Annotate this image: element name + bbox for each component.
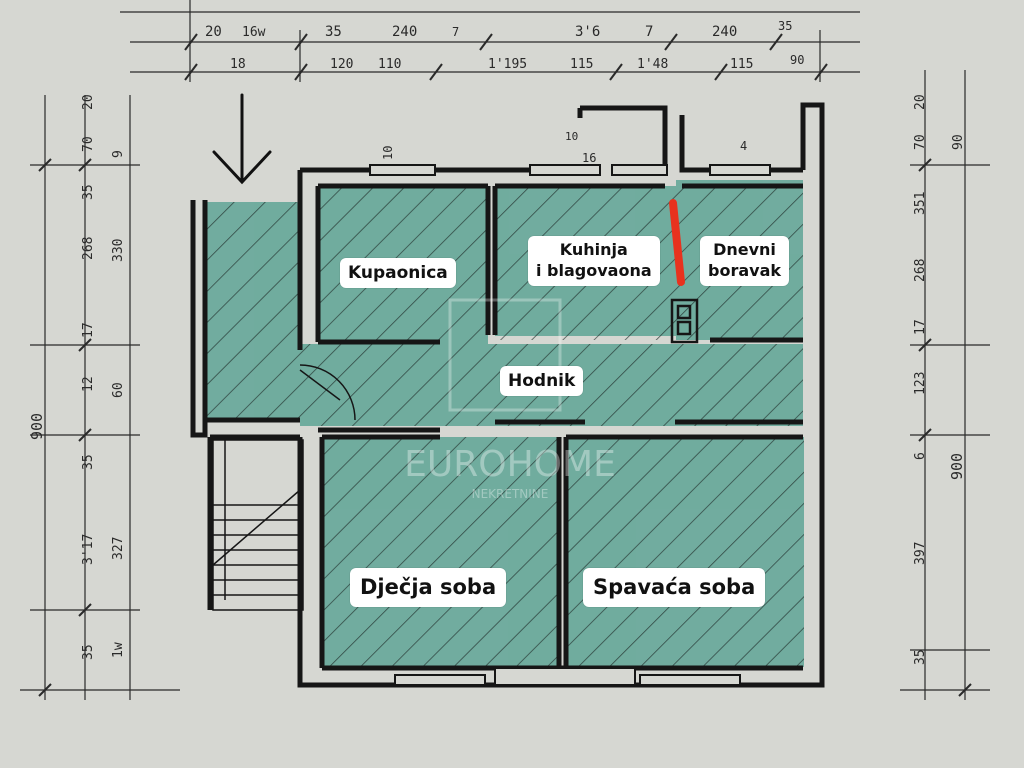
- room-label-kuhinja: Kuhinja i blagovaona: [528, 236, 660, 286]
- svg-text:123: 123: [913, 372, 928, 395]
- svg-text:35: 35: [325, 24, 342, 40]
- svg-text:327: 327: [111, 537, 126, 560]
- window-top-2: [529, 164, 601, 176]
- svg-text:17: 17: [81, 322, 96, 338]
- svg-text:10: 10: [381, 146, 395, 160]
- window-bottom-2: [494, 667, 636, 686]
- watermark: EUROHOME NEKRETNINE: [404, 298, 616, 501]
- svg-text:115: 115: [570, 57, 593, 72]
- svg-text:9: 9: [111, 150, 126, 158]
- svg-text:268: 268: [913, 259, 928, 282]
- svg-text:16w: 16w: [242, 25, 266, 40]
- svg-text:18: 18: [230, 57, 246, 72]
- svg-text:35: 35: [81, 454, 96, 470]
- svg-text:330: 330: [111, 239, 126, 262]
- room-label-dnevni-line1: Dnevni: [713, 240, 776, 259]
- window-bottom-1: [394, 674, 486, 686]
- watermark-logo: [448, 298, 562, 412]
- svg-text:397: 397: [913, 542, 928, 565]
- svg-text:20: 20: [913, 94, 928, 110]
- chimney: [670, 298, 699, 344]
- svg-text:900: 900: [28, 413, 46, 440]
- svg-text:240: 240: [392, 24, 417, 40]
- svg-text:1'48: 1'48: [637, 57, 668, 72]
- svg-text:3'17: 3'17: [81, 534, 96, 565]
- window-bottom-3: [639, 674, 741, 686]
- svg-text:70: 70: [913, 134, 928, 150]
- svg-text:12: 12: [81, 376, 96, 392]
- staircase: [212, 439, 304, 611]
- watermark-sub: NEKRETNINE: [472, 487, 549, 501]
- svg-text:90: 90: [790, 53, 804, 67]
- room-label-kuhinja-line2: i blagovaona: [536, 260, 652, 280]
- room-label-dnevni-line2: boravak: [708, 260, 781, 280]
- room-label-dnevni: Dnevni boravak: [700, 236, 789, 286]
- svg-text:268: 268: [81, 237, 96, 260]
- svg-text:115: 115: [730, 57, 753, 72]
- svg-text:1w: 1w: [111, 642, 126, 658]
- svg-text:20: 20: [205, 24, 222, 40]
- svg-text:240: 240: [712, 24, 737, 40]
- room-label-kupaonica: Kupaonica: [340, 258, 456, 289]
- svg-text:35: 35: [778, 19, 792, 33]
- svg-text:7: 7: [645, 24, 653, 40]
- svg-text:35: 35: [81, 644, 96, 660]
- svg-text:16: 16: [582, 151, 596, 165]
- svg-text:351: 351: [913, 192, 928, 215]
- door-swing-terrace: [299, 369, 341, 401]
- svg-text:7: 7: [452, 25, 459, 39]
- top-dimensions: 20 16w 35 240 7 3'6 7 240 35 18 120 110 …: [205, 19, 804, 72]
- svg-text:6: 6: [913, 452, 928, 460]
- down-arrow-icon: [212, 93, 272, 185]
- svg-text:1'195: 1'195: [488, 57, 527, 72]
- room-label-kuhinja-line1: Kuhinja: [559, 240, 628, 259]
- door-swings: [299, 364, 356, 421]
- window-marks: 10 16 10 4: [381, 130, 747, 165]
- left-dimensions: 20 70 35 268 17 12 35 3'17 35 9 330 60 3…: [28, 94, 126, 660]
- svg-text:17: 17: [913, 319, 928, 335]
- svg-text:20: 20: [81, 94, 96, 110]
- svg-text:3'6: 3'6: [575, 24, 600, 40]
- svg-text:70: 70: [81, 136, 96, 152]
- svg-text:35: 35: [913, 649, 928, 665]
- right-dimensions: 20 70 351 268 17 123 6 397 35 90 900: [913, 94, 966, 665]
- svg-text:4: 4: [740, 139, 747, 153]
- removed-wall-marker: [669, 199, 685, 286]
- svg-text:110: 110: [378, 57, 401, 72]
- room-label-hodnik: Hodnik: [500, 366, 584, 397]
- svg-text:900: 900: [948, 453, 966, 480]
- svg-text:60: 60: [111, 382, 126, 398]
- svg-text:10: 10: [565, 130, 578, 143]
- dimension-ticks: [38, 33, 972, 697]
- window-top-3: [611, 164, 668, 176]
- windows: [369, 164, 771, 686]
- svg-text:90: 90: [951, 134, 966, 150]
- walls: [190, 102, 825, 688]
- window-top-4: [709, 164, 771, 176]
- room-label-spavaca: Spavaća soba: [583, 568, 766, 608]
- svg-text:120: 120: [330, 57, 353, 72]
- svg-text:35: 35: [81, 184, 96, 200]
- room-label-djecja: Dječja soba: [350, 568, 507, 608]
- door-swing-hodnik: [299, 364, 356, 421]
- watermark-brand: EUROHOME: [404, 444, 616, 485]
- window-top-1: [369, 164, 436, 176]
